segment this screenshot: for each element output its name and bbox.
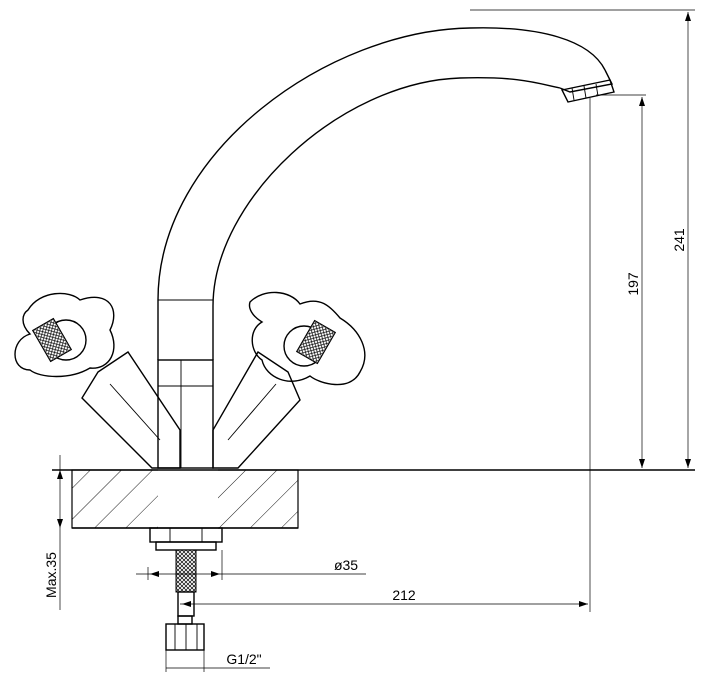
left-valve-handle bbox=[14, 292, 181, 469]
dimension-lines bbox=[57, 9, 695, 672]
dim-label-thread: G1/2" bbox=[226, 651, 261, 667]
aerator bbox=[560, 79, 615, 103]
dim-label-overall-height: 241 bbox=[671, 228, 687, 252]
dim-label-max-thickness: Max.35 bbox=[43, 552, 59, 598]
dim-label-spout-height: 197 bbox=[625, 272, 641, 296]
dim-label-spout-reach: 212 bbox=[392, 587, 416, 603]
faucet-body bbox=[157, 27, 614, 469]
right-valve-handle bbox=[212, 291, 366, 469]
countertop-section bbox=[52, 468, 695, 530]
dim-label-base-diameter: ø35 bbox=[334, 557, 358, 573]
mounting-fittings bbox=[149, 527, 223, 651]
